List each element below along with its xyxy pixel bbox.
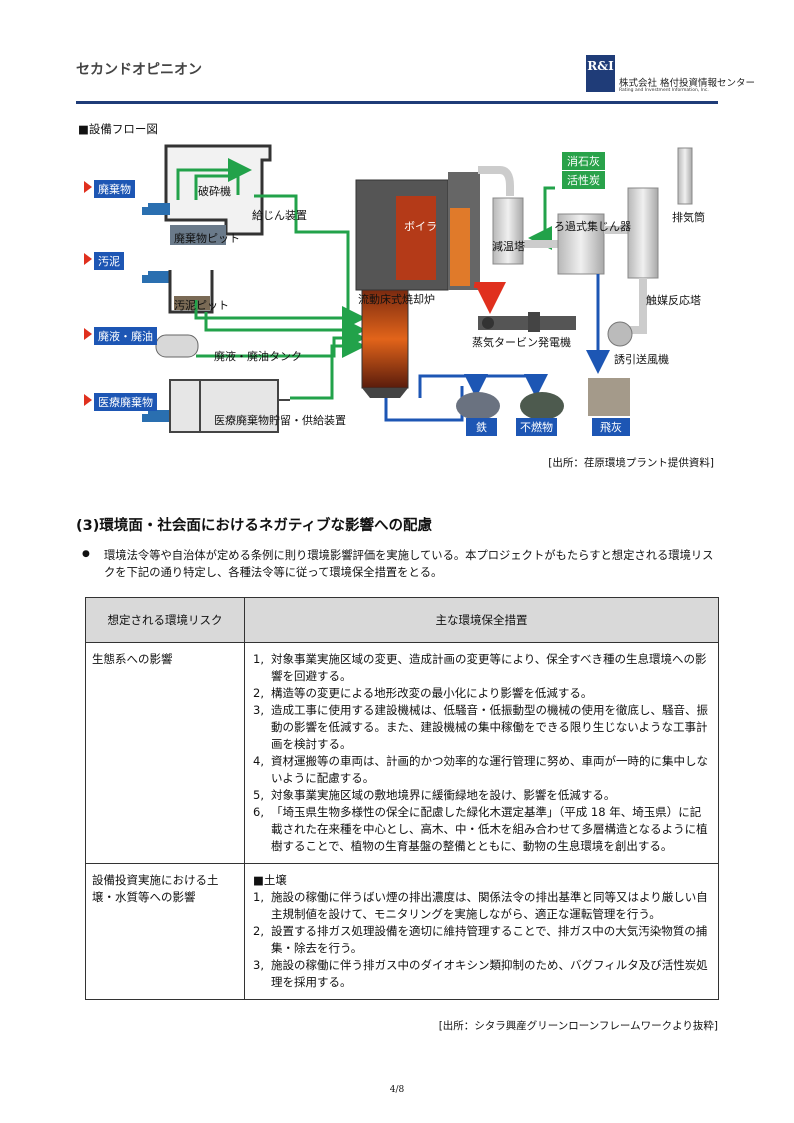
feeder-label: 給じん装置 <box>252 209 307 222</box>
table-row: 生態系への影響 1,対象事業実施区域の変更、造成計画の変更等により、保全すべき種… <box>85 642 719 864</box>
risk-cell: 生態系への影響 <box>85 642 245 864</box>
bag-filter-label: ろ過式集じん器 <box>554 220 631 233</box>
catalytic-reactor-label: 触媒反応塔 <box>646 294 701 307</box>
sludge-pit-label: 汚泥ピット <box>174 299 229 312</box>
bullet-icon: ● <box>82 549 90 559</box>
waste-pit-label: 廃棄物ピット <box>174 232 240 245</box>
crusher-label: 破砕機 <box>198 185 231 198</box>
document-header-title: セカンドオピニオン <box>76 62 202 78</box>
exhaust-stack-label: 排気筒 <box>672 211 705 224</box>
measures-cell: 1,対象事業実施区域の変更、造成計画の変更等により、保全すべき種の生息環境への影… <box>244 642 719 864</box>
logo-english-name: Rating and Investment Information, Inc. <box>619 88 709 93</box>
measure-item: 5,対象事業実施区域の敷地境界に緩衝緑地を設け、影響を低減する。 <box>253 788 616 802</box>
ri-logo: R&I <box>586 55 615 92</box>
equipment-flow-diagram <box>84 144 693 433</box>
flow-source-note: [出所：荏原環境プラント提供資料] <box>548 457 714 469</box>
section-heading: (3)環境面・社会面におけるネガティブな影響への配慮 <box>76 518 432 534</box>
medical-storage-label: 医療廃棄物貯留・供給装置 <box>214 414 346 427</box>
boiler-label: ボイラ <box>404 220 437 233</box>
measure-item: 3,造成工事に使用する建設機械は、低騒音・低振動型の機械の使用を徹底し、騒音、振… <box>253 703 708 751</box>
environmental-risk-table: 想定される環境リスク 主な環境保全措置 生態系への影響 1,対象事業実施区域の変… <box>85 597 719 1000</box>
page-number: 4/8 <box>389 1085 405 1095</box>
flow-section-label: ■設備フロー図 <box>78 122 158 136</box>
tank-label: 廃液・廃油タンク <box>214 350 302 363</box>
output-incombustibles-tag: 不燃物 <box>516 418 557 436</box>
table-header-row: 想定される環境リスク 主な環境保全措置 <box>85 597 719 643</box>
column-header-measures: 主な環境保全措置 <box>244 597 719 643</box>
measure-item: 4,資材運搬等の車両は、計画的かつ効率的な運行管理に努め、車両が一時的に集中しな… <box>253 754 708 785</box>
input-medical-waste-tag: 医療廃棄物 <box>94 393 157 411</box>
column-header-risk: 想定される環境リスク <box>85 597 245 643</box>
section-paragraph: 環境法令等や自治体が定める条例に則り環境影響評価を実施している。本プロジェクトが… <box>104 549 714 579</box>
measures-cell: ■土壌 1,施設の稼働に伴うばい煙の排出濃度は、関係法令の排出基準と同等又はより… <box>244 863 719 1000</box>
logo-japanese-name: 株式会社 格付投資情報センター <box>619 78 756 89</box>
measure-item: 1,対象事業実施区域の変更、造成計画の変更等により、保全すべき種の生息環境への影… <box>253 652 707 683</box>
table-source-note: [出所：シタラ興産グリーンローンフレームワークより抜粋] <box>438 1020 718 1032</box>
reagent-activated-carbon-tag: 活性炭 <box>562 171 605 189</box>
measure-item: 2,構造等の変更による地形改変の最小化により影響を低減する。 <box>253 686 593 700</box>
cooling-tower-label: 減温塔 <box>492 240 525 253</box>
output-fly-ash-tag: 飛灰 <box>592 418 630 436</box>
output-iron-tag: 鉄 <box>466 418 497 436</box>
table-row: 設備投資実施における土壌・水質等への影響 ■土壌 1,施設の稼働に伴うばい煙の排… <box>85 863 719 1000</box>
turbine-label: 蒸気タービン発電機 <box>472 336 571 349</box>
measure-item: 2,設置する排ガス処理設備を適切に維持管理することで、排ガス中の大気汚染物質の捕… <box>253 924 708 955</box>
input-sludge-tag: 汚泥 <box>94 252 124 270</box>
input-waste-liquid-tag: 廃液・廃油 <box>94 327 157 345</box>
reagent-slaked-lime-tag: 消石灰 <box>562 152 605 170</box>
header-rule <box>76 101 718 104</box>
risk-cell: 設備投資実施における土壌・水質等への影響 <box>85 863 245 1000</box>
input-waste-tag: 廃棄物 <box>94 180 135 198</box>
incinerator-label: 流動床式焼却炉 <box>358 293 435 306</box>
induced-fan-label: 誘引送風機 <box>614 353 669 366</box>
measure-item: 6,「埼玉県生物多様性の保全に配慮した緑化木選定基準」（平成 18 年、埼玉県）… <box>253 805 708 853</box>
measure-item: 1,施設の稼働に伴うばい煙の排出濃度は、関係法令の排出基準と同等又はより厳しい自… <box>253 890 708 921</box>
measure-item: 3,施設の稼働に伴う排ガス中のダイオキシン類抑制のため、バグフィルタ及び活性炭処… <box>253 958 708 989</box>
measures-subheading: ■土壌 <box>253 873 287 887</box>
